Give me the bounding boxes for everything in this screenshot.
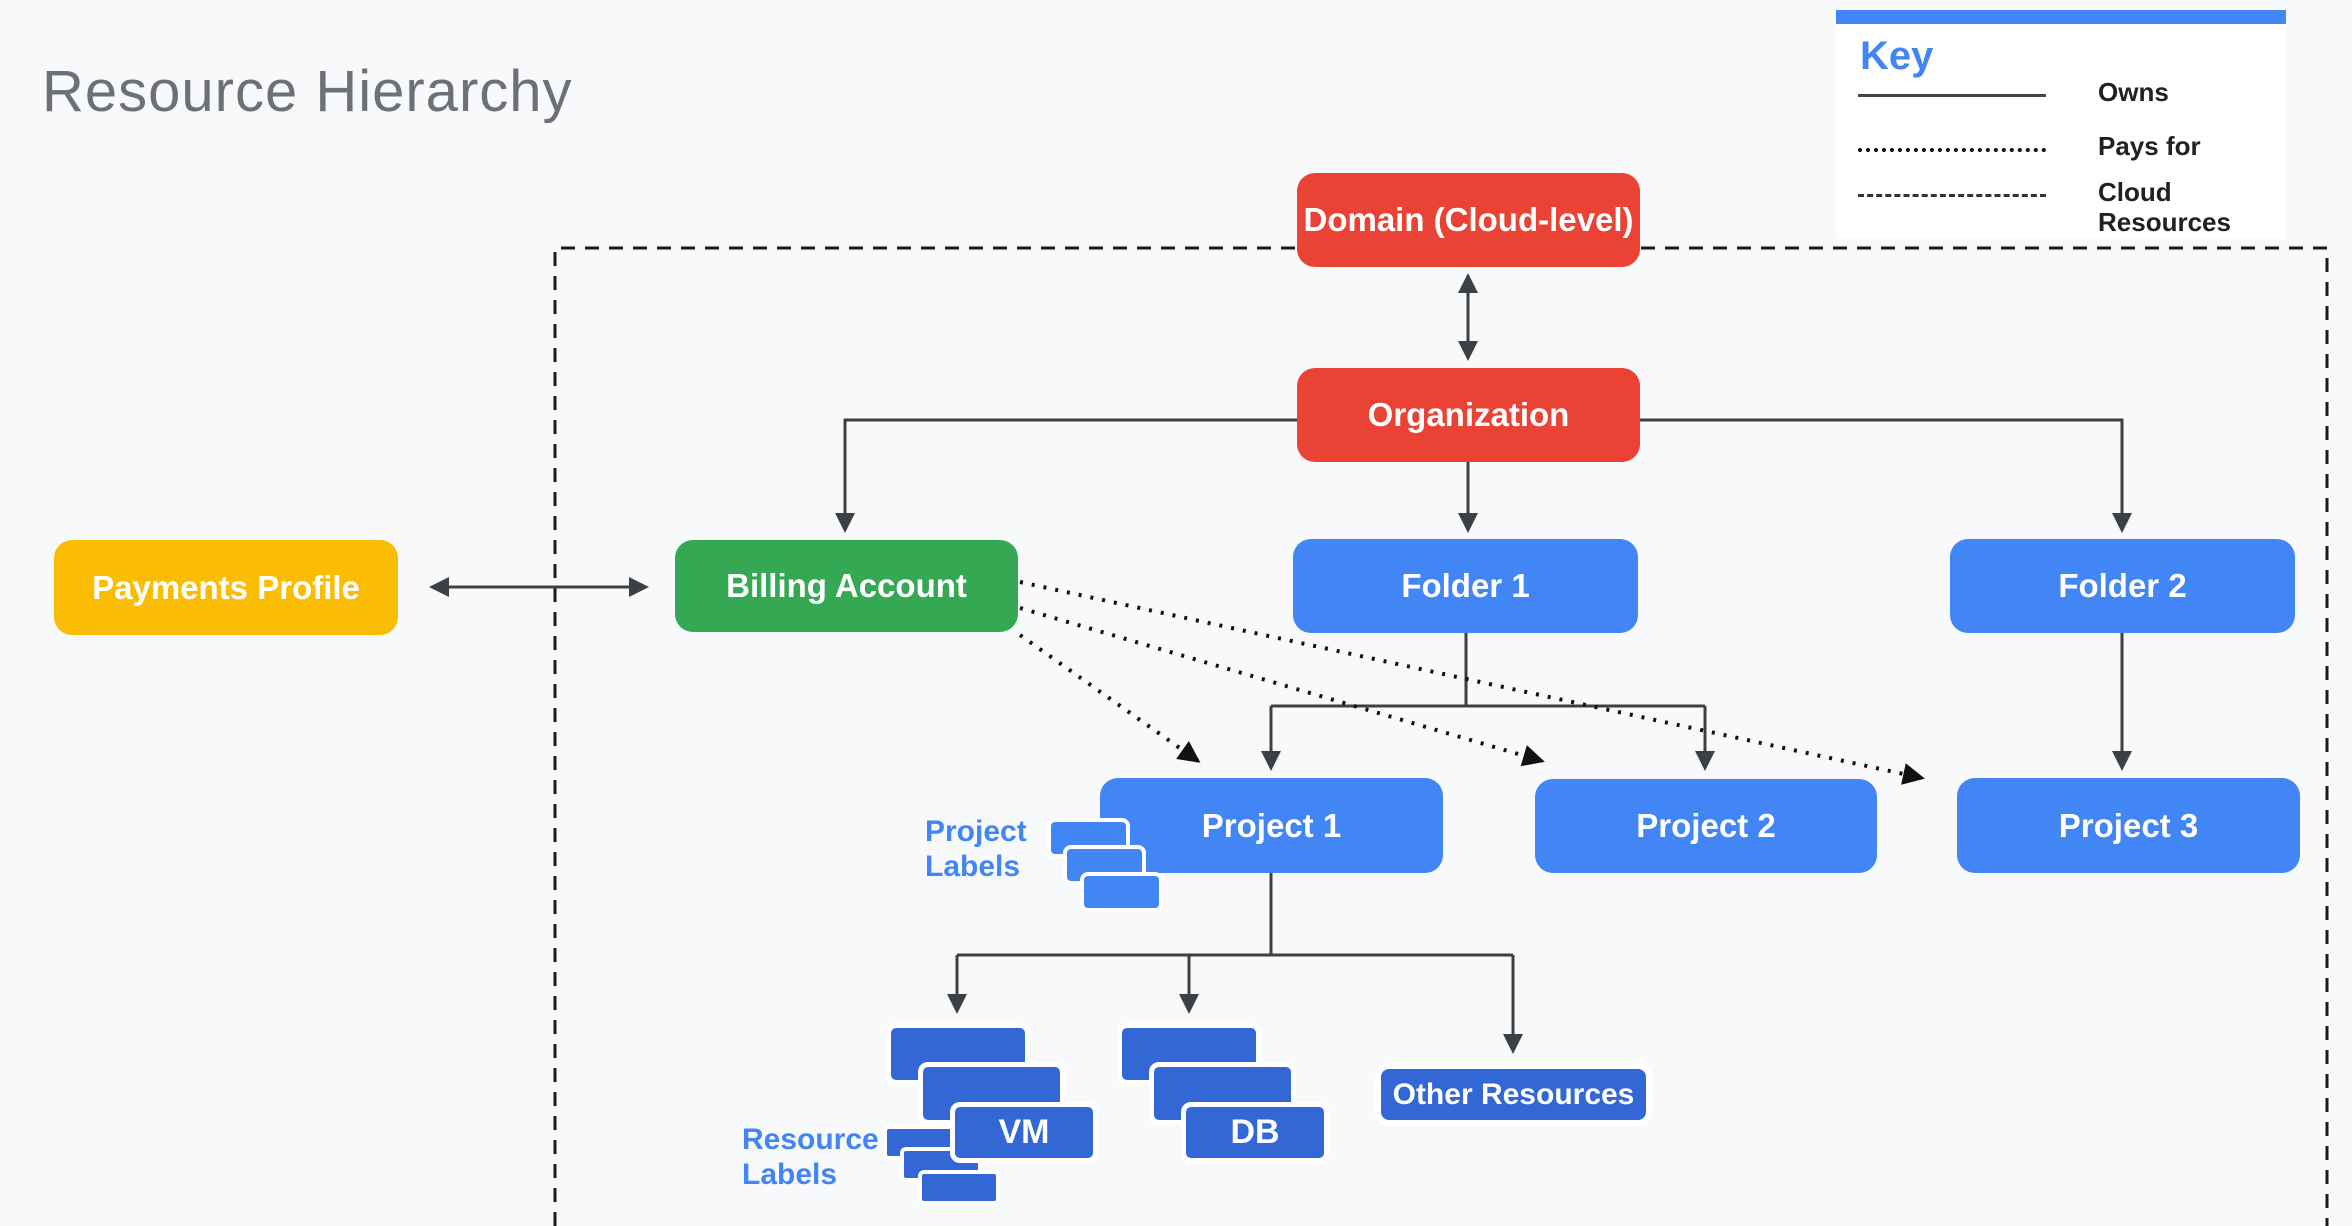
arrow-organization-folder2 [1640,418,2132,533]
node-billing-account-label: Billing Account [726,567,967,604]
cloud-resources-dashed-border [553,246,2329,1226]
node-payments-profile: Payments Profile [54,540,398,635]
legend-panel: Key Owns Pays for Cloud Resources [1836,10,2286,239]
node-project-2: Project 2 [1535,779,1877,873]
node-folder-1-label: Folder 1 [1401,567,1530,604]
node-organization: Organization [1297,368,1640,462]
node-project-3-label: Project 3 [2058,806,2199,844]
node-project-2-label: Project 2 [1636,807,1776,844]
resource-labels-caption: Resource Labels [742,1123,879,1192]
node-billing-account: Billing Account [675,540,1018,632]
db-stack-card-front: DB [1181,1102,1329,1163]
legend-label-owns: Owns [2098,77,2169,107]
dotted-billing-project1 [1018,633,1201,763]
node-other-resources-label: Other Resources [1392,1077,1635,1111]
dotted-billing-project3 [1019,580,1925,785]
node-project-1-label: Project 1 [1201,806,1342,844]
node-organization-label: Organization [1367,396,1570,433]
owns-connectors [429,273,2132,1054]
node-folder-2-label: Folder 2 [2058,567,2187,604]
node-project-3: Project 3 [1957,778,2300,873]
node-folder-1: Folder 1 [1293,539,1638,633]
node-domain-label: Domain (Cloud-level) [1303,201,1634,238]
legend-accent-bar [1836,10,2286,24]
project-labels-card-icon [1080,872,1163,912]
project-labels-caption: Project Labels [925,815,1027,884]
arrow-organization-billing [835,418,1297,533]
legend-solid-line-sample [1858,94,2046,97]
legend-title: Key [1860,34,1934,78]
db-label: DB [1230,1113,1280,1151]
resource-labels-card-icon [918,1170,1000,1205]
pays-for-connectors [1018,580,1925,785]
node-other-resources: Other Resources [1375,1063,1652,1126]
legend-dashed-line-sample [1858,194,2046,197]
node-payments-profile-label: Payments Profile [92,568,360,606]
vm-stack-card-front: VM [950,1102,1098,1163]
node-project-1: Project 1 [1100,778,1443,873]
project1-branch [957,873,1513,957]
node-domain: Domain (Cloud-level) [1297,173,1640,267]
legend-label-pays-for: Pays for [2098,131,2201,161]
legend-dotted-line-sample [1858,148,2046,152]
legend-label-cloud-resources: Cloud Resources [2098,177,2231,237]
node-folder-2: Folder 2 [1950,539,2295,633]
vm-label: VM [998,1113,1050,1151]
folder1-branch [1271,633,1705,708]
page-title: Resource Hierarchy [42,59,573,124]
